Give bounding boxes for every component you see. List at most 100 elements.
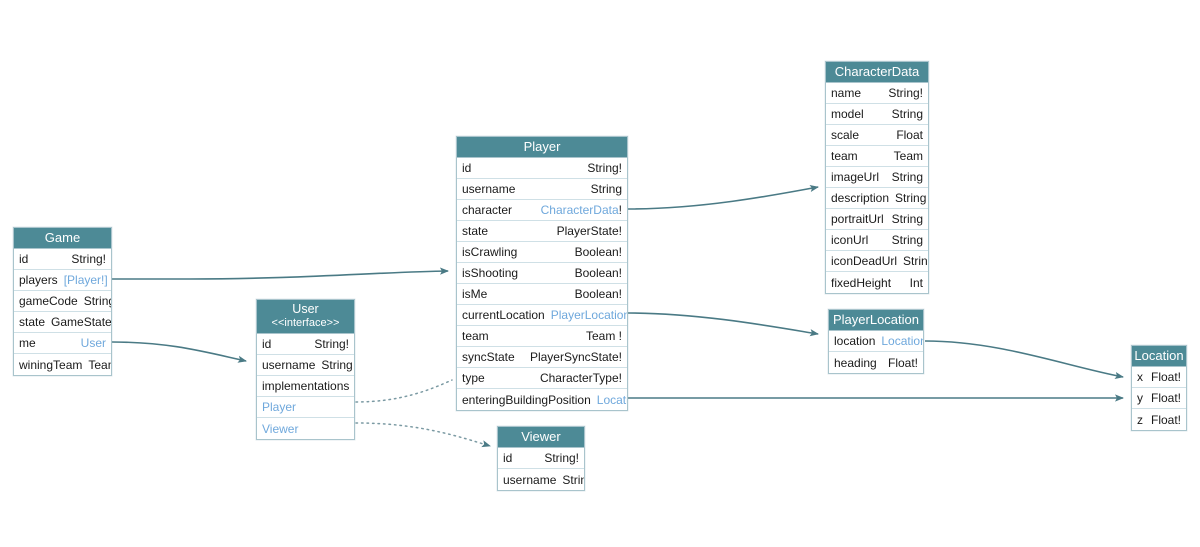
field-type: Boolean! xyxy=(574,245,622,259)
field-name: type xyxy=(462,371,485,385)
field-row: name String! xyxy=(826,83,928,104)
field-row: username String xyxy=(257,355,354,376)
field-row: me User xyxy=(14,333,111,354)
field-name: team xyxy=(462,329,489,343)
implementation-name[interactable]: Viewer xyxy=(262,421,299,436)
field-type: String! xyxy=(71,252,106,266)
field-row: description String xyxy=(826,188,928,209)
edge-user-implements-viewer xyxy=(355,422,491,448)
non-null-marker: ! xyxy=(618,203,622,217)
field-type: Float! xyxy=(887,355,918,370)
field-type: Float xyxy=(896,128,923,142)
entity-user-name: User xyxy=(292,302,319,316)
field-row: portraitUrl String xyxy=(826,209,928,230)
field-name: gameCode xyxy=(19,294,78,308)
implementation-name[interactable]: Player xyxy=(262,400,297,414)
field-name: fixedHeight xyxy=(831,275,892,290)
field-row: winingTeam Team xyxy=(14,354,111,375)
entity-game[interactable]: Game id String! players [Player!] gameCo… xyxy=(13,227,112,376)
field-type: String xyxy=(903,254,928,268)
field-name: isShooting xyxy=(462,266,519,280)
implementations-label: implementations xyxy=(262,379,350,393)
field-type: Team xyxy=(88,357,111,372)
field-type: Boolean! xyxy=(574,266,622,280)
field-type[interactable]: User xyxy=(80,336,106,350)
field-name: username xyxy=(462,182,516,196)
field-row: players [Player!] xyxy=(14,270,111,291)
implementations-label-row: implementations xyxy=(257,376,354,397)
field-row: type CharacterType! xyxy=(457,368,627,389)
field-row: isMe Boolean! xyxy=(457,284,627,305)
field-type: GameState! xyxy=(51,315,111,329)
field-row: id String! xyxy=(14,249,111,270)
entity-character-data[interactable]: CharacterData name String! model String … xyxy=(825,61,929,294)
field-name: iconDeadUrl xyxy=(831,254,898,268)
field-type: String! xyxy=(314,337,349,351)
edge-user-implements-player xyxy=(355,379,453,403)
entity-viewer-title: Viewer xyxy=(498,427,584,448)
field-type: Float! xyxy=(1150,391,1181,405)
field-type: String xyxy=(891,212,923,226)
entity-player-location-title: PlayerLocation xyxy=(829,310,923,331)
field-name: iconUrl xyxy=(831,233,869,247)
field-row: username String xyxy=(457,179,627,200)
implementation-row-player[interactable]: Player xyxy=(257,397,354,418)
field-type[interactable]: Location! xyxy=(881,334,923,348)
field-type: String! xyxy=(888,86,923,100)
field-type: String! xyxy=(544,451,579,465)
field-name: team xyxy=(831,149,858,163)
entity-location[interactable]: Location x Float! y Float! z Float! xyxy=(1131,345,1187,431)
field-name: id xyxy=(262,337,272,351)
field-row: iconDeadUrl String xyxy=(826,251,928,272)
field-name: description xyxy=(831,191,890,205)
field-name: username xyxy=(503,472,557,487)
entity-player-location[interactable]: PlayerLocation location Location! headin… xyxy=(828,309,924,374)
field-row: isCrawling Boolean! xyxy=(457,242,627,263)
field-row: imageUrl String xyxy=(826,167,928,188)
field-type: Int xyxy=(909,275,923,290)
edge-player-character-to-characterdata xyxy=(627,184,819,210)
field-type: String xyxy=(891,233,923,247)
field-type[interactable]: Location xyxy=(596,392,627,407)
entity-user[interactable]: User <<interface>> id String! username S… xyxy=(256,299,355,440)
field-row: iconUrl String xyxy=(826,230,928,251)
entity-user-title: User <<interface>> xyxy=(257,300,354,334)
field-row: heading Float! xyxy=(829,352,923,373)
entity-user-stereotype: <<interface>> xyxy=(271,317,340,329)
field-type[interactable]: [Player!] xyxy=(63,273,108,287)
field-name: imageUrl xyxy=(831,170,880,184)
field-type: Team ! xyxy=(585,329,622,343)
field-type: String xyxy=(891,170,923,184)
field-type: String xyxy=(562,472,584,487)
field-name: username xyxy=(262,358,316,372)
field-type[interactable]: PlayerLocation! xyxy=(550,308,627,322)
edge-game-me-to-user xyxy=(111,341,247,363)
field-type: String! xyxy=(83,294,111,308)
field-type: CharacterType! xyxy=(539,371,622,385)
field-row: fixedHeight Int xyxy=(826,272,928,293)
entity-player[interactable]: Player id String! username String charac… xyxy=(456,136,628,411)
field-row: state GameState! xyxy=(14,312,111,333)
field-type[interactable]: CharacterData! xyxy=(540,203,622,217)
entity-viewer[interactable]: Viewer id String! username String xyxy=(497,426,585,491)
field-name: character xyxy=(462,203,513,217)
field-type: String xyxy=(321,358,353,372)
field-name: state xyxy=(19,315,46,329)
field-type: String xyxy=(895,191,927,205)
entity-player-title: Player xyxy=(457,137,627,158)
field-name: isMe xyxy=(462,287,488,301)
field-name: currentLocation xyxy=(462,308,545,322)
field-row: x Float! xyxy=(1132,367,1186,388)
field-row: id String! xyxy=(498,448,584,469)
field-name: heading xyxy=(834,355,877,370)
field-row: username String xyxy=(498,469,584,490)
implementation-row-viewer[interactable]: Viewer xyxy=(257,418,354,439)
field-row: syncState PlayerSyncState! xyxy=(457,347,627,368)
field-name: name xyxy=(831,86,862,100)
field-name: state xyxy=(462,224,489,238)
field-row: scale Float xyxy=(826,125,928,146)
field-row: id String! xyxy=(457,158,627,179)
field-name: scale xyxy=(831,128,860,142)
field-name: me xyxy=(19,336,36,350)
